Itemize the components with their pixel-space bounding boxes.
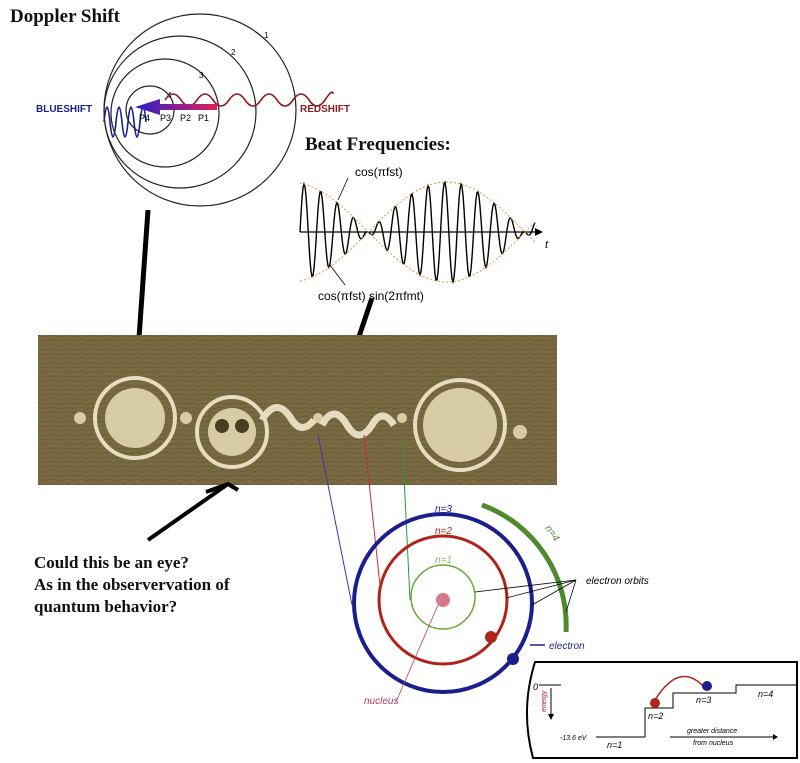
level-n1: n=1 [607, 740, 622, 750]
redshift-wave [164, 91, 334, 107]
electron-red [485, 631, 497, 643]
energy-zero: 0 [533, 682, 538, 692]
connector-green [401, 434, 411, 601]
energy-axis-label: energy [541, 690, 548, 712]
ground-energy: -13.6 eV [560, 735, 588, 742]
distance-label-2: from nucleus [693, 740, 734, 747]
label-n2: n=2 [435, 526, 452, 537]
orbit-n1 [410, 564, 476, 630]
point-p2: P2 [180, 113, 191, 123]
blueshift-wave [103, 106, 147, 138]
electron-blue [507, 653, 519, 665]
level-n2: n=2 [648, 711, 663, 721]
orbit-n3 [352, 512, 534, 694]
t-axis-arrow [535, 228, 543, 236]
bohr-atom [352, 502, 577, 703]
point-p4: P4 [139, 113, 150, 123]
connector-blue [317, 434, 353, 606]
eye-arrow [146, 481, 240, 542]
level-n4: n=4 [758, 689, 773, 699]
question-line-1: Could this be an eye? [34, 553, 189, 572]
distance-label-1: greater distance [687, 728, 737, 735]
nucleus [436, 593, 450, 607]
wavefront-3 [110, 58, 220, 168]
eye-question: Could this be an eye? As in the observer… [34, 552, 229, 618]
wavefront-2 [103, 35, 257, 189]
nucleus-label: nucleus [364, 696, 398, 707]
question-line-2: As in the observervation of [34, 575, 230, 594]
doppler-title: Doppler Shift [10, 6, 120, 27]
t-label: t [545, 239, 549, 251]
crop-circle-photo [38, 335, 557, 485]
blueshift-label: BLUESHIFT [36, 104, 92, 115]
question-line-3: quantum behavior? [34, 597, 178, 616]
motion-arrow [135, 99, 217, 115]
ring-label-3: 3 [199, 71, 204, 80]
label-n4: n=4 [543, 523, 562, 544]
envelope-lower [299, 181, 536, 282]
envelope-upper [299, 182, 536, 283]
orbit-n2 [377, 534, 509, 666]
doppler-wavefronts [103, 13, 297, 207]
energy-level-diagram [526, 661, 798, 759]
electron-orbits-label: electron orbits [586, 576, 649, 587]
point-p3: P3 [160, 113, 171, 123]
connector-doppler [135, 209, 151, 353]
orbit-n4 [481, 502, 569, 633]
beat-title: Beat Frequencies: [305, 134, 451, 155]
label-n1: n=1 [435, 555, 452, 566]
beat-graph [299, 177, 543, 286]
connector-red [363, 434, 381, 586]
envelope-label: cos(πfst) [355, 165, 403, 179]
redshift-label: REDSHIFT [300, 104, 350, 115]
beat-signal [299, 180, 536, 285]
signal-label: cos(πfst) sin(2πfmt) [318, 289, 424, 303]
label-n3: n=3 [435, 504, 452, 515]
level-n3: n=3 [696, 695, 711, 705]
ring-label-2: 2 [231, 48, 236, 57]
ring-label-1: 1 [264, 31, 269, 40]
electron-label: electron [549, 641, 585, 652]
point-p1: P1 [198, 113, 209, 123]
